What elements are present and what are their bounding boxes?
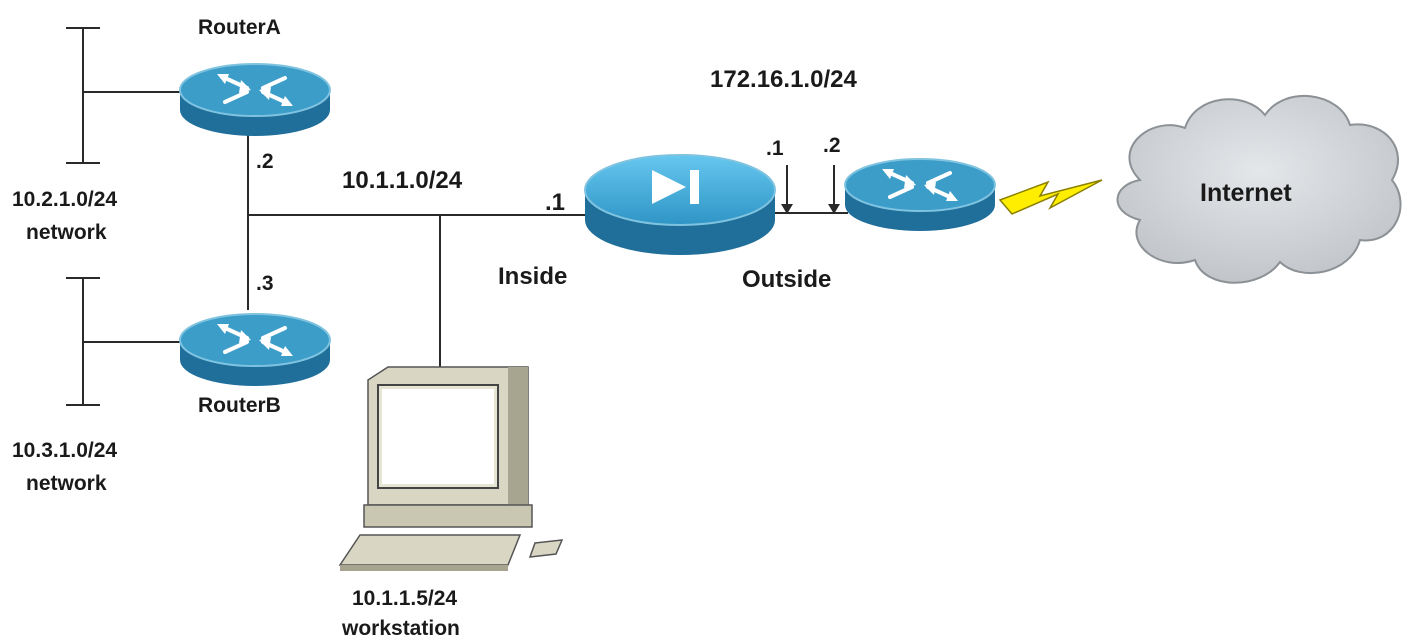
inside-lan-wiring [247,130,590,368]
firewall-inside-address: .1 [545,189,565,216]
workstation-label: workstation [341,617,460,639]
workstation-address: 10.1.1.5/24 [352,587,457,610]
outside-link-subnet: 172.16.1.0/24 [710,66,857,93]
inside-lan-subnet: 10.1.1.0/24 [342,167,463,194]
network-b-label: network [26,472,107,495]
router-a-icon[interactable] [179,63,331,136]
serial-link-lightning-icon [998,179,1103,215]
firewall-inside-label: Inside [498,263,567,290]
network-a-subnet: 10.2.1.0/24 [12,188,117,211]
router-b-icon[interactable] [179,313,331,386]
edge-router-address: .2 [823,134,841,157]
firewall-outside-address: .1 [766,137,784,160]
internet-label: Internet [1200,179,1292,207]
outside-link-wiring [770,165,848,214]
internet-cloud-icon[interactable] [1116,94,1402,284]
router-a-name: RouterA [198,16,281,39]
network-b-subnet: 10.3.1.0/24 [12,439,117,462]
network-a-label: network [26,221,107,244]
edge-router-icon[interactable] [844,158,996,231]
workstation-icon[interactable] [338,366,564,571]
router-a-address: .2 [256,150,274,173]
firewall-icon[interactable] [584,154,776,255]
firewall-outside-label: Outside [742,266,831,293]
router-b-name: RouterB [198,394,281,417]
network-a-bus [66,27,182,164]
router-b-address: .3 [256,272,274,295]
network-b-bus [66,277,182,406]
